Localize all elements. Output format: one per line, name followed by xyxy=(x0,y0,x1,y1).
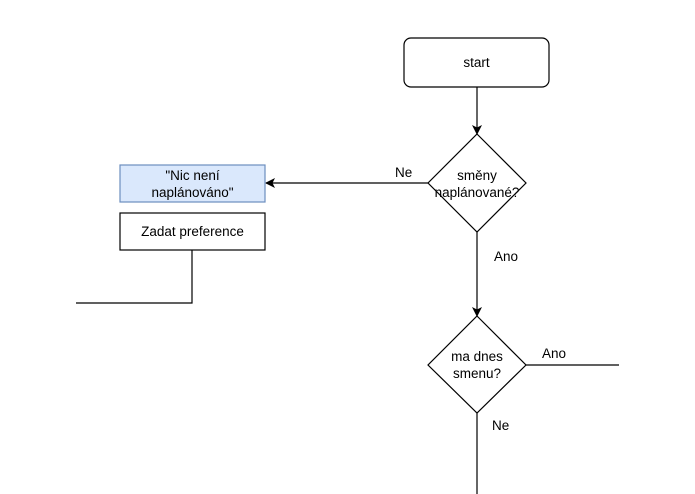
node-shifts-planned-decision[interactable]: směny naplánované? xyxy=(427,133,527,233)
node-nothing-planned-label-line1: "Nic není xyxy=(165,168,220,183)
node-enter-preferences[interactable]: Zadat preference xyxy=(119,212,266,251)
node-shift-today-decision[interactable]: ma dnes smenu? xyxy=(427,315,527,414)
edge-label-shifts-yes: Ano xyxy=(494,249,518,264)
edge-label-today-yes: Ano xyxy=(542,346,566,361)
edge-label-today-no: Ne xyxy=(492,418,509,433)
edge-label-shifts-no: Ne xyxy=(395,165,412,180)
node-shifts-planned-label-line1: směny xyxy=(457,168,497,183)
node-shift-today-shape xyxy=(427,315,527,414)
node-start-shape xyxy=(403,37,550,88)
node-start[interactable]: start xyxy=(403,37,550,88)
node-start-label: start xyxy=(463,55,490,70)
node-enter-preferences-label: Zadat preference xyxy=(141,224,244,239)
node-nothing-planned-shape xyxy=(119,164,266,203)
node-shifts-planned-shape xyxy=(427,133,527,233)
node-shift-today-label-line2: smenu? xyxy=(453,366,501,381)
edge-preferences-outgoing xyxy=(76,250,193,304)
node-shifts-planned-label-line2: naplánované? xyxy=(435,185,520,200)
node-nothing-planned-label-line2: naplánováno" xyxy=(151,185,233,200)
node-shift-today-label-line1: ma dnes xyxy=(451,349,503,364)
node-enter-preferences-shape xyxy=(119,212,266,251)
node-nothing-planned[interactable]: "Nic není naplánováno" xyxy=(119,164,266,203)
